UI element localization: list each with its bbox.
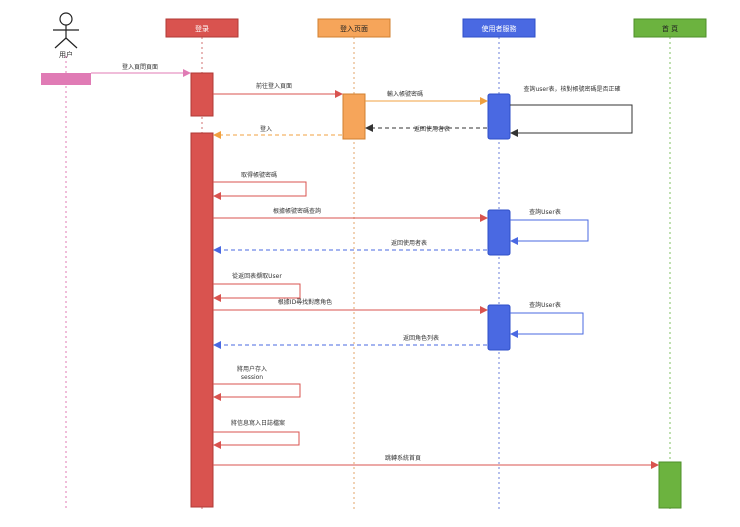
message-label-m1: 登入頁問頁面 [122, 63, 158, 71]
participant-login: 登录 [165, 18, 239, 38]
message-label-m12: 根據ID尋找對應角色 [278, 298, 332, 306]
participant-home: 首 頁 [633, 18, 707, 38]
activation-login-1 [190, 72, 214, 117]
message-label-m17: 跳轉系統首頁 [385, 454, 421, 462]
actor-user-label: 用户 [59, 50, 73, 59]
participant-server: 使用者服務 [462, 18, 536, 38]
message-label-m15-line2: session [241, 374, 263, 381]
message-label-m14: 返回角色列表 [403, 334, 439, 342]
message-arrow-m9 [510, 219, 589, 245]
message-label-m9: 查詢User表 [529, 208, 561, 216]
message-arrow-m15 [213, 383, 301, 401]
message-label-m13: 查詢User表 [529, 301, 561, 309]
message-label-m11: 從返回表擷取User [232, 272, 282, 280]
activation-user [41, 73, 91, 85]
message-arrow-m13 [510, 312, 584, 338]
participant-page-label: 登入页面 [340, 24, 368, 33]
participant-home-label: 首 頁 [662, 24, 678, 33]
message-arrow-m16 [213, 431, 300, 449]
message-label-m6: 登入 [260, 125, 272, 133]
message-label-m16: 將信息寫入日誌檔案 [231, 419, 285, 427]
activation-server-2 [487, 209, 511, 256]
participant-login-label: 登录 [195, 24, 209, 33]
message-label-m4: 查詢user表，核對帳號密碼是否正確 [523, 85, 620, 93]
message-arrow-m4 [510, 104, 633, 137]
message-arrow-m11 [213, 283, 301, 302]
message-arrow-m7 [213, 181, 307, 200]
activation-page [342, 93, 366, 140]
activation-server-1 [487, 93, 511, 140]
actor-user-icon [53, 12, 79, 49]
message-label-m5: 返回使用者表 [414, 125, 450, 133]
message-label-m7: 取得帳號密碼 [241, 171, 277, 179]
activation-login-2 [190, 132, 214, 508]
activation-server-3 [487, 304, 511, 351]
activation-home [658, 461, 682, 509]
message-label-m3: 輸入帳號密碼 [387, 90, 423, 98]
participant-page: 登入页面 [317, 18, 391, 38]
message-label-m8: 根據帳號密碼查詢 [273, 207, 321, 215]
message-label-m2: 前往登入頁面 [256, 82, 292, 90]
message-label-m10: 返回使用者表 [391, 239, 427, 247]
participant-server-label: 使用者服務 [482, 24, 517, 33]
message-label-m15-line1: 將用户存入 [237, 365, 267, 373]
